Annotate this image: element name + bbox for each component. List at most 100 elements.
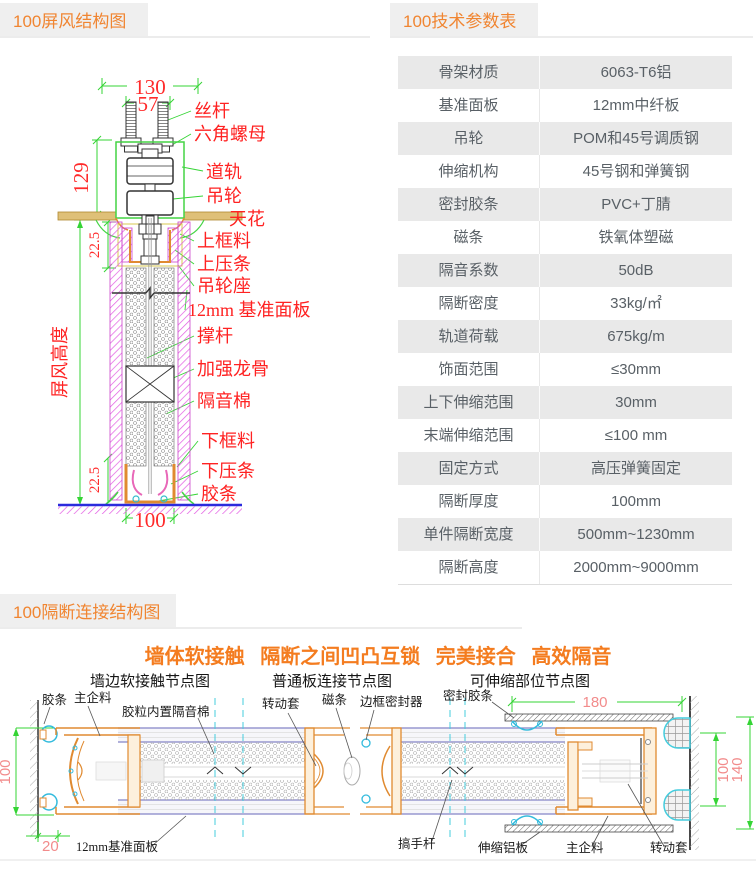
param-value: 2000mm~9000mm — [573, 559, 699, 576]
label-sound-cotton: 隔音棉 — [197, 391, 251, 411]
table-row: 密封胶条 PVC+丁腈 — [398, 188, 732, 221]
subtitle-wall-node: 墙边软接触节点图 — [89, 674, 210, 690]
label-rubber-strip: 胶条 — [42, 692, 68, 707]
table-row: 单件隔断宽度 500mm~1230mm — [398, 518, 732, 551]
param-label: 骨架材质 — [398, 56, 540, 89]
dim-wall-100: 100 — [0, 759, 14, 784]
param-label: 单件隔断宽度 — [398, 518, 540, 551]
subtitle-board-node: 普通板连接节点图 — [271, 674, 392, 690]
tab-connection-diagram: 100隔断连接结构图 — [0, 594, 176, 627]
wall-node-drawing — [13, 700, 141, 842]
telescopic-node-drawing — [504, 696, 754, 850]
param-value: ≤30mm — [611, 361, 661, 378]
table-row: 上下伸缩范围 30mm — [398, 386, 732, 419]
label-ceiling: 天花 — [229, 209, 265, 229]
panel-body — [109, 218, 191, 501]
dim-telescopic-180: 180 — [582, 694, 607, 711]
bottom-frame-assembly — [105, 464, 195, 505]
label-screw-rod: 丝杆 — [194, 101, 230, 121]
tab-structure-label: 100屏风结构图 — [13, 12, 127, 31]
param-value: 675kg/m — [607, 328, 665, 345]
param-label: 末端伸缩范围 — [398, 419, 540, 452]
table-row: 隔断高度 2000mm~9000mm — [398, 551, 732, 584]
param-label: 隔断厚度 — [398, 485, 540, 518]
tab-params-underline — [390, 36, 753, 38]
label-hex-nut: 六角螺母 — [194, 124, 266, 144]
param-label: 饰面范围 — [398, 353, 540, 386]
tab-structure-underline — [0, 36, 370, 38]
label-wheel-seat: 吊轮座 — [197, 276, 251, 296]
param-value: 45号钢和弹簧钢 — [582, 163, 690, 180]
structure-cad-drawing: 130 57 129 22.5 22.5 100 屏风高度 丝杆 六角螺母 道轨… — [50, 75, 311, 532]
param-value: POM和45号调质钢 — [573, 130, 699, 147]
tab-params-label: 100技术参数表 — [403, 12, 517, 31]
floor-line — [58, 503, 242, 514]
param-value: 铁氧体塑磁 — [598, 229, 674, 246]
label-base-panel: 12mm 基准面板 — [188, 300, 311, 320]
table-row: 饰面范围 ≤30mm — [398, 353, 732, 386]
param-value: 500mm~1230mm — [577, 526, 695, 543]
dim-100: 100 — [134, 508, 166, 532]
label-top-frame: 上框料 — [197, 231, 251, 251]
table-row: 隔音系数 50dB — [398, 254, 732, 287]
table-row: 隔断厚度 100mm — [398, 485, 732, 518]
param-value: 33kg/㎡ — [610, 295, 662, 312]
param-value: ≤100 mm — [604, 427, 668, 444]
label-reinforced-keel: 加强龙骨 — [197, 359, 269, 379]
label-top-bead: 上压条 — [197, 254, 251, 274]
label-main-profile: 主企料 — [74, 690, 112, 705]
table-row: 基准面板 12mm中纤板 — [398, 89, 732, 122]
board-node-drawing — [304, 727, 402, 815]
top-frame-assembly — [115, 215, 185, 267]
param-label: 隔断密度 — [398, 287, 540, 320]
tab-connection-label: 100隔断连接结构图 — [13, 603, 161, 622]
table-row: 伸缩机构 45号钢和弹簧钢 — [398, 155, 732, 188]
node-leader-lines — [43, 701, 665, 847]
param-label: 隔断高度 — [398, 551, 540, 584]
label-main-profile-2: 主企料 — [566, 840, 604, 855]
param-value: 高压弹簧固定 — [590, 460, 681, 477]
label-hanging-wheel: 吊轮 — [206, 186, 242, 206]
dim-22-5-bottom: 22.5 — [87, 467, 103, 493]
dim-57: 57 — [138, 92, 159, 116]
dim-screen-height: 屏风高度 — [50, 326, 70, 398]
label-magnetic-strip: 磁条 — [322, 692, 348, 707]
label-support-rod: 撑杆 — [197, 326, 233, 346]
dim-129: 129 — [69, 162, 93, 194]
label-cotton: 胶粒内置隔音棉 — [122, 704, 210, 719]
dim-wall-20: 20 — [42, 838, 59, 855]
param-label: 隔音系数 — [398, 254, 540, 287]
param-label: 吊轮 — [398, 122, 540, 155]
table-row: 吊轮 POM和45号调质钢 — [398, 122, 732, 155]
subtitle-telescopic-node: 可伸缩部位节点图 — [469, 674, 590, 690]
param-label: 伸缩机构 — [398, 155, 540, 188]
param-value: 30mm — [615, 394, 657, 411]
param-label: 基准面板 — [398, 89, 540, 122]
connection-headline: 墙体软接触 隔断之间凹凸互锁 完美接合 高效隔音 — [144, 646, 612, 668]
param-label: 磁条 — [398, 221, 540, 254]
param-value: 12mm中纤板 — [592, 97, 680, 114]
table-row: 末端伸缩范围 ≤100 mm — [398, 419, 732, 452]
panel-boards — [118, 727, 565, 815]
param-label: 上下伸缩范围 — [398, 386, 540, 419]
param-label: 密封胶条 — [398, 188, 540, 221]
dim-telescopic-140: 140 — [729, 757, 746, 782]
table-row: 磁条 铁氧体塑磁 — [398, 221, 732, 254]
dim-telescopic-100: 100 — [715, 757, 732, 782]
label-bottom-frame: 下框料 — [201, 431, 255, 451]
tab-params-table: 100技术参数表 — [390, 3, 538, 36]
label-rubber-strip: 胶条 — [201, 484, 237, 504]
label-bottom-bead: 下压条 — [201, 461, 255, 481]
param-value: PVC+丁腈 — [601, 196, 671, 213]
track-housing — [115, 141, 185, 225]
label-seal-strip: 密封胶条 — [443, 688, 494, 703]
param-value: 100mm — [610, 493, 662, 510]
dim-130: 130 — [134, 75, 166, 99]
section-break-lines — [206, 698, 474, 840]
param-value: 50dB — [618, 262, 654, 279]
table-row: 固定方式高压弹簧固定 — [398, 452, 732, 485]
label-telescopic-plate: 伸缩铝板 — [478, 840, 529, 855]
label-track: 道轨 — [206, 162, 242, 182]
